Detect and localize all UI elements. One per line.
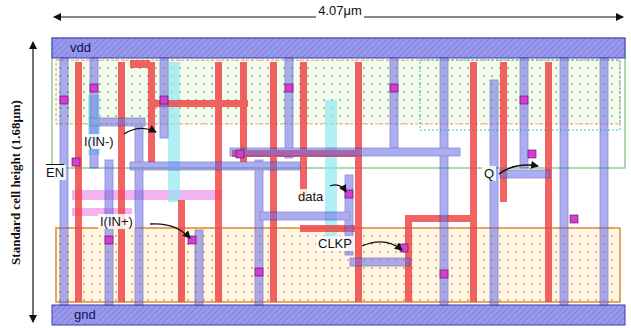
signal-label: I(IN-) [82, 134, 116, 149]
pin-label: Q [482, 166, 496, 181]
signal-label: I(IN+) [98, 214, 135, 229]
dimension-label: 4.07μm [316, 3, 364, 18]
pin-label: EN [44, 165, 66, 180]
rail-label: gnd [72, 307, 98, 322]
signal-label: CLKP [316, 236, 354, 251]
signal-label: data [296, 189, 325, 204]
dimension-label: Standard cell height (1.68μm) [8, 98, 23, 267]
rail-label: vdd [68, 40, 93, 55]
